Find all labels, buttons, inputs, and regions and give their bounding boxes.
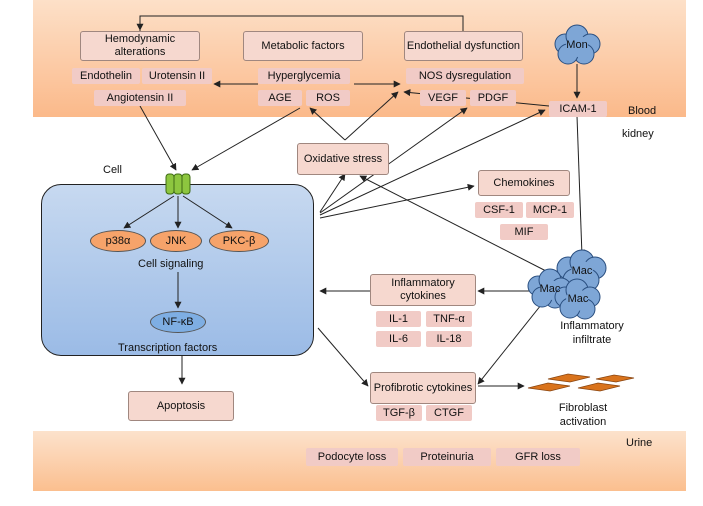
- proteinuria-chip: Proteinuria: [403, 448, 491, 466]
- apoptosis-box: Apoptosis: [128, 391, 234, 421]
- il-1-chip: IL-1: [376, 311, 421, 327]
- zone-label-urine: Urine: [626, 437, 653, 449]
- il-18-chip: IL-18: [426, 331, 472, 347]
- angiotensin-chip: Angiotensin II: [94, 90, 186, 106]
- urotensin-chip: Urotensin II: [142, 68, 212, 84]
- tgf-beta-chip: TGF-β: [376, 405, 422, 421]
- cell-to-icam-arrow: [319, 109, 546, 216]
- transcription-factors-label: Transcription factors: [118, 342, 218, 354]
- inflammatory-infiltrate-label: Inflammatory infiltrate: [560, 320, 624, 346]
- profibrotic-cytokines-box: Profibrotic cytokines: [370, 372, 476, 404]
- il-6-chip: IL-6: [376, 331, 421, 347]
- ros-chip: ROS: [306, 90, 350, 106]
- pkc-beta-node: PKC-β: [209, 230, 269, 252]
- icam-1-chip: ICAM-1: [549, 101, 607, 117]
- pdgf-chip: PDGF: [470, 90, 516, 106]
- monocyte-cloud-icon: [554, 24, 601, 65]
- ctgf-chip: CTGF: [426, 405, 472, 421]
- jnk-node: JNK: [150, 230, 202, 252]
- fibroblast-icon: [527, 373, 635, 392]
- tnf-alpha-chip: TNF-α: [426, 311, 472, 327]
- ros-to-receptor-arrow: [191, 107, 301, 171]
- mcp-1-chip: MCP-1: [526, 202, 574, 218]
- hemodynamic-alterations-box: Hemodynamic alterations: [80, 31, 200, 61]
- fibroblast-activation-label: Fibroblast activation: [558, 402, 608, 428]
- cell-to-oxidative-arrow: [319, 173, 346, 213]
- podocyte-loss-chip: Podocyte loss: [306, 448, 398, 466]
- feedback-bracket-line: [139, 15, 464, 32]
- oxidative-to-nos-arrow: [344, 91, 399, 141]
- cell-title: Cell: [103, 164, 122, 176]
- mac-to-oxidative-arrow: [359, 175, 549, 273]
- chemokines-box: Chemokines: [478, 170, 570, 196]
- age-chip: AGE: [258, 90, 302, 106]
- endothelial-dysfunction-box: Endothelial dysfunction: [404, 31, 523, 61]
- cell-signaling-label: Cell signaling: [138, 258, 204, 270]
- cell-to-profibrotic-arrow: [317, 327, 369, 387]
- p38-alpha-node: p38α: [90, 230, 146, 252]
- endothelin-chip: Endothelin: [72, 68, 140, 84]
- macrophage-label-2: Mac: [539, 283, 561, 295]
- inflammatory-cytokines-box: Inflammatory cytokines: [370, 274, 476, 306]
- metabolic-factors-box: Metabolic factors: [243, 31, 363, 61]
- gfr-loss-chip: GFR loss: [496, 448, 580, 466]
- vegf-chip: VEGF: [420, 90, 466, 106]
- cell-to-vegf-arrow: [319, 107, 468, 214]
- oxidative-stress-box: Oxidative stress: [297, 143, 389, 175]
- angiotensin-to-receptor-arrow: [139, 105, 177, 171]
- nos-dysregulation-chip: NOS dysregulation: [406, 68, 524, 84]
- cell-to-chemokines-arrow: [319, 183, 475, 219]
- hyperglycemia-chip: Hyperglycemia: [258, 68, 350, 84]
- zone-label-kidney: kidney: [622, 128, 654, 140]
- zone-label-blood: Blood: [628, 105, 657, 117]
- macrophage-label-1: Mac: [571, 265, 593, 277]
- receptor-to-p38-arrow: [123, 195, 175, 229]
- receptor-to-pkc-arrow: [182, 195, 233, 229]
- macrophage-label-3: Mac: [567, 293, 589, 305]
- receptor-icon: [165, 173, 191, 195]
- icam-to-mac-arrow: [576, 115, 586, 257]
- nf-kb-node: NF-κB: [150, 311, 206, 333]
- monocyte-label: Mon: [566, 39, 588, 51]
- mac-to-profibrotic-arrow: [477, 299, 546, 385]
- mif-chip: MIF: [500, 224, 548, 240]
- oxidative-to-ros-arrow: [309, 107, 346, 141]
- csf-1-chip: CSF-1: [475, 202, 523, 218]
- macrophage-cloud-icon: [527, 249, 607, 320]
